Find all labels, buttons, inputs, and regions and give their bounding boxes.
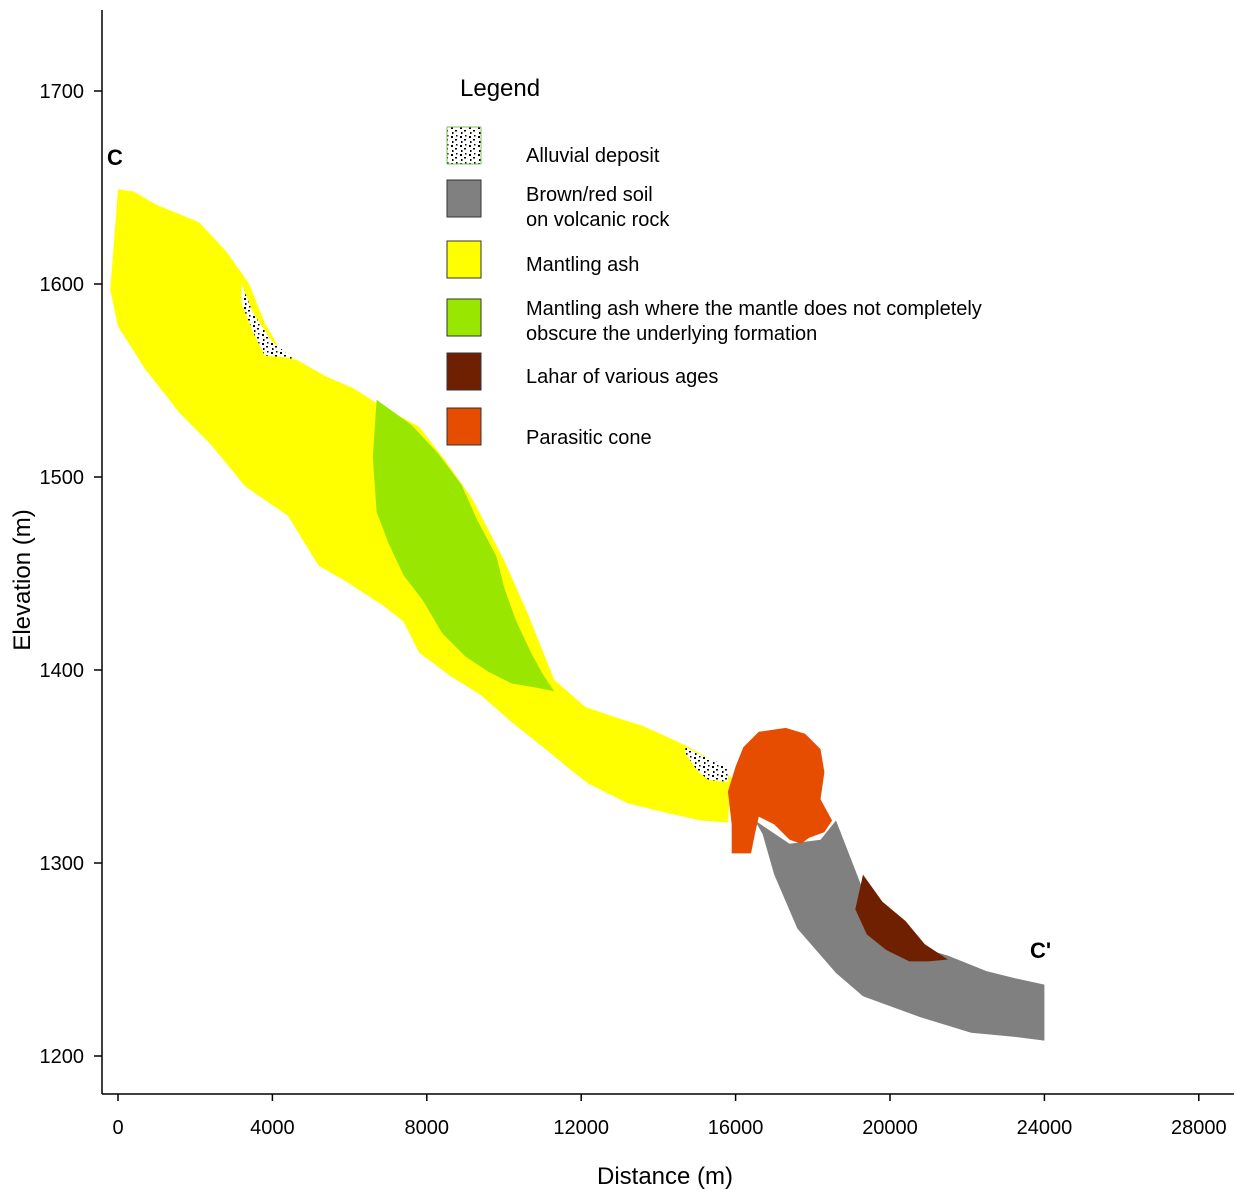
legend-label-mantling-ash-partial: Mantling ash where the mantle does not c… bbox=[526, 298, 982, 345]
unit-mantling-ash-partial-1 bbox=[372, 399, 555, 692]
y-axis-ticks: 1200 1300 1400 1500 1600 1700 bbox=[40, 81, 102, 1068]
x-tick-label: 12000 bbox=[553, 1117, 609, 1139]
x-axis-ticks: 0 4000 8000 12000 16000 20000 24000 28000 bbox=[112, 1094, 1227, 1139]
legend-swatch-mantling-ash-partial bbox=[446, 298, 482, 337]
y-tick-label: 1600 bbox=[40, 274, 85, 296]
x-tick-label: 24000 bbox=[1017, 1117, 1073, 1139]
unit-alluvial-2 bbox=[685, 747, 728, 782]
legend-label-alluvial: Alluvial deposit bbox=[526, 145, 660, 167]
section-end-label: C' bbox=[1030, 938, 1051, 963]
x-tick-label: 4000 bbox=[250, 1117, 295, 1139]
legend-swatch-alluvial bbox=[446, 126, 482, 165]
legend-swatch-mantling-ash bbox=[446, 240, 482, 279]
section-start-label: C bbox=[107, 145, 123, 170]
legend-swatch-lahar bbox=[446, 352, 482, 391]
y-tick-label: 1400 bbox=[40, 660, 85, 682]
legend-label-parasitic-cone: Parasitic cone bbox=[526, 427, 652, 449]
legend-swatch-parasitic-cone bbox=[446, 407, 482, 446]
unit-lahar-1 bbox=[855, 874, 948, 962]
x-tick-label: 28000 bbox=[1171, 1117, 1227, 1139]
y-tick-label: 1200 bbox=[40, 1046, 85, 1068]
x-tick-label: 0 bbox=[112, 1117, 123, 1139]
y-tick-label: 1500 bbox=[40, 467, 85, 489]
x-axis-title: Distance (m) bbox=[597, 1163, 733, 1189]
geologic-units bbox=[110, 189, 1045, 1041]
legend-label-lahar: Lahar of various ages bbox=[526, 366, 718, 388]
y-axis-title: Elevation (m) bbox=[9, 509, 36, 650]
legend-title: Legend bbox=[460, 75, 540, 102]
x-tick-label: 20000 bbox=[862, 1117, 918, 1139]
legend-label-mantling-ash: Mantling ash bbox=[526, 254, 639, 276]
y-tick-label: 1300 bbox=[40, 853, 85, 875]
x-tick-label: 8000 bbox=[405, 1117, 450, 1139]
y-tick-label: 1700 bbox=[40, 81, 85, 103]
unit-alluvial-1 bbox=[241, 284, 304, 362]
x-tick-label: 16000 bbox=[708, 1117, 764, 1139]
legend-swatch-brown-soil bbox=[446, 179, 482, 218]
unit-parasitic-cone-1 bbox=[727, 727, 833, 854]
unit-brown-soil-1 bbox=[754, 820, 1045, 1041]
